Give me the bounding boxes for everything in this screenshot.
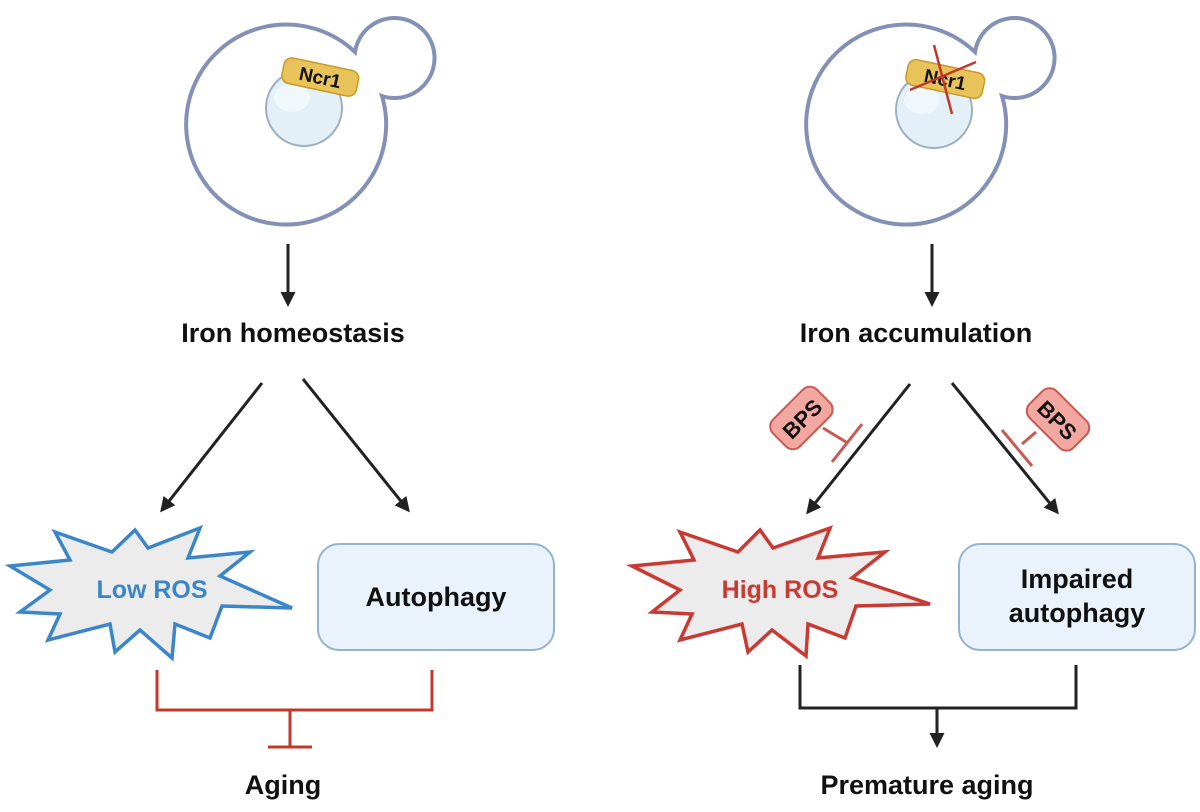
arrow-to-low-ros bbox=[160, 382, 264, 513]
deletion-cross-icon bbox=[909, 44, 977, 115]
arrow-to-high-ros bbox=[806, 383, 912, 515]
impaired-autophagy-box: Impaired autophagy bbox=[958, 543, 1196, 651]
autophagy-label-right: autophagy bbox=[1008, 598, 1146, 628]
autophagy-box: Autophagy bbox=[317, 543, 555, 651]
high-ros-label: High ROS bbox=[722, 576, 839, 604]
high-ros-burst: High ROS bbox=[625, 525, 931, 660]
yeast-cell-left: Ncr1 bbox=[184, 16, 437, 227]
bps-inhibitor-right: BPS bbox=[1000, 387, 1091, 467]
arrow-to-autophagy bbox=[301, 378, 410, 513]
low-ros-label: Low ROS bbox=[96, 576, 207, 604]
iron-accumulation-label: Iron accumulation bbox=[800, 318, 1033, 348]
bps-inhibitor-left: BPS bbox=[769, 385, 864, 463]
arrow-to-impaired-autophagy bbox=[950, 382, 1059, 515]
premature-aging-label: Premature aging bbox=[820, 770, 1033, 800]
aging-label: Aging bbox=[245, 770, 321, 800]
low-ros-burst: Low ROS bbox=[4, 524, 293, 662]
impaired-label: Impaired bbox=[1020, 564, 1134, 595]
autophagy-label: Autophagy bbox=[365, 581, 507, 612]
yeast-cell-right: Ncr1 bbox=[804, 16, 1057, 227]
iron-homeostasis-label: Iron homeostasis bbox=[181, 318, 405, 348]
promotion-bracket-right bbox=[798, 665, 1078, 710]
inhibition-bracket-left bbox=[155, 670, 434, 749]
